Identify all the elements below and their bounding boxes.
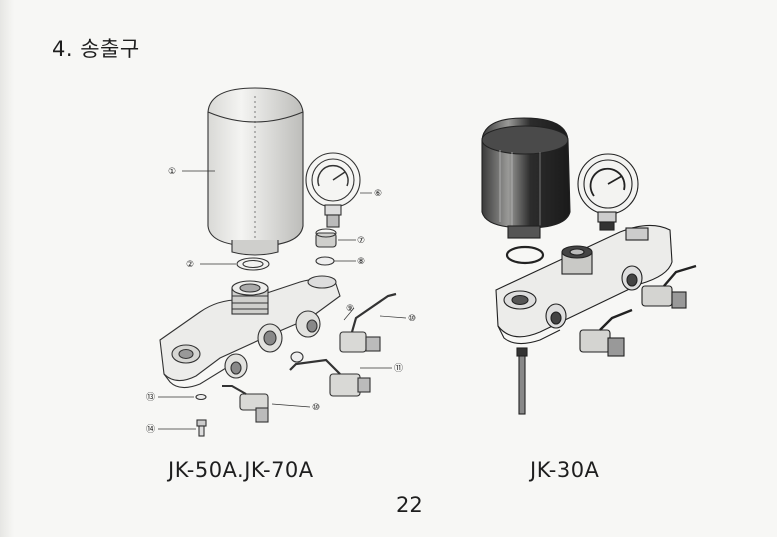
left-assembly xyxy=(158,87,407,437)
washer-part xyxy=(290,351,304,363)
valve-right-upper-part xyxy=(641,264,697,309)
right-assembly xyxy=(481,117,697,415)
outlet-body-part xyxy=(159,275,341,389)
callout-9: ⑨ xyxy=(346,304,354,314)
sealing-ring-part xyxy=(315,256,335,266)
bolt-part xyxy=(196,419,207,437)
ball-valve-upper-part xyxy=(339,292,397,353)
manifold-body-part xyxy=(495,224,673,345)
callout-11: ⑪ xyxy=(394,363,403,374)
callout-7: ⑦ xyxy=(357,236,365,246)
callout-labels: ① ② ⑥ ⑦ ⑧ ⑨ ⑩ ⑪ ⑩ ⑬ ⑭ xyxy=(146,167,416,435)
model-label-right: JK-30A xyxy=(530,458,600,482)
section-title: 4. 송출구 xyxy=(52,37,140,61)
pressure-gauge-part xyxy=(305,152,361,228)
callout-leaders xyxy=(158,170,407,430)
page-number: 22 xyxy=(396,493,423,517)
callout-14: ⑭ xyxy=(146,424,155,435)
scan-shadow xyxy=(0,0,14,537)
bolt-washer-part xyxy=(195,393,207,401)
callout-2: ② xyxy=(186,260,194,270)
callout-1: ① xyxy=(168,167,176,177)
gauge-right-part xyxy=(577,153,639,231)
gauge-fitting-part xyxy=(315,228,337,248)
callout-10-lower: ⑩ xyxy=(312,403,320,413)
valve-right-lower-part xyxy=(579,308,633,357)
callout-8: ⑧ xyxy=(357,257,365,267)
model-label-left: JK-50A.JK-70A xyxy=(168,458,314,482)
o-ring-part xyxy=(505,245,545,265)
dark-tank-part xyxy=(481,117,571,239)
gasket-ring-part xyxy=(236,257,270,271)
callout-10-upper: ⑩ xyxy=(408,314,416,324)
drain-valve-part xyxy=(222,385,269,423)
callout-13: ⑬ xyxy=(146,392,155,403)
long-bolt-part xyxy=(516,347,528,415)
pressure-tank-part xyxy=(207,87,304,256)
ball-valve-lower-part xyxy=(289,358,371,397)
callout-6: ⑥ xyxy=(374,189,382,199)
